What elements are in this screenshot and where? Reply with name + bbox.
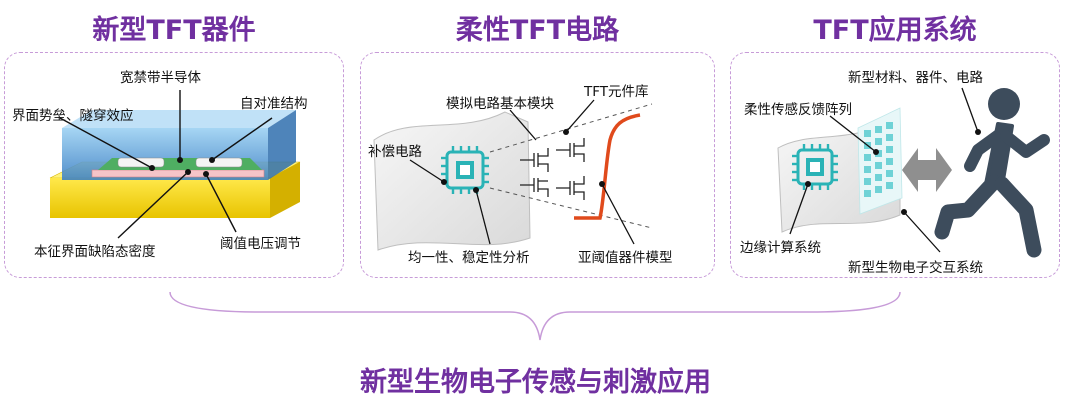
panel-circuit (360, 52, 715, 278)
label-materials: 新型材料、器件、电路 (848, 70, 983, 86)
chip-icon (441, 146, 489, 194)
label-wide-bandgap: 宽禁带半导体 (120, 70, 201, 86)
footer-title: 新型生物电子传感与刺激应用 (360, 367, 711, 398)
section-title-system: TFT应用系统 (813, 15, 977, 46)
sensor-array-icon (857, 107, 903, 215)
label-threshold: 阈值电压调节 (220, 236, 301, 252)
panel-device (4, 52, 344, 278)
label-sensor-array: 柔性传感反馈阵列 (744, 102, 852, 118)
label-interface: 界面势垒、隧穿效应 (12, 108, 134, 124)
application-system-illustration (777, 87, 1050, 258)
running-person-icon (934, 88, 1050, 258)
label-subthreshold: 亚阈值器件模型 (578, 250, 673, 266)
label-tft-library: TFT元件库 (584, 84, 649, 100)
label-uniformity: 均一性、稳定性分析 (408, 250, 530, 266)
label-intrinsic: 本征界面缺陷态密度 (34, 244, 156, 260)
section-title-circuit: 柔性TFT电路 (455, 15, 620, 46)
label-edge-computing: 边缘计算系统 (740, 240, 821, 256)
panel-system (730, 52, 1060, 278)
bottom-bracket (169, 291, 901, 341)
label-analog-modules: 模拟电路基本模块 (446, 96, 554, 112)
label-bio-system: 新型生物电子交互系统 (848, 260, 983, 276)
label-self-aligned: 自对准结构 (240, 96, 308, 112)
bidirectional-arrow-icon (902, 148, 952, 192)
section-title-device: 新型TFT器件 (92, 15, 256, 46)
tft-device-illustration (49, 90, 301, 239)
flexible-circuit-illustration (373, 99, 653, 251)
label-compensation: 补偿电路 (368, 144, 422, 160)
chip-icon (792, 144, 838, 190)
